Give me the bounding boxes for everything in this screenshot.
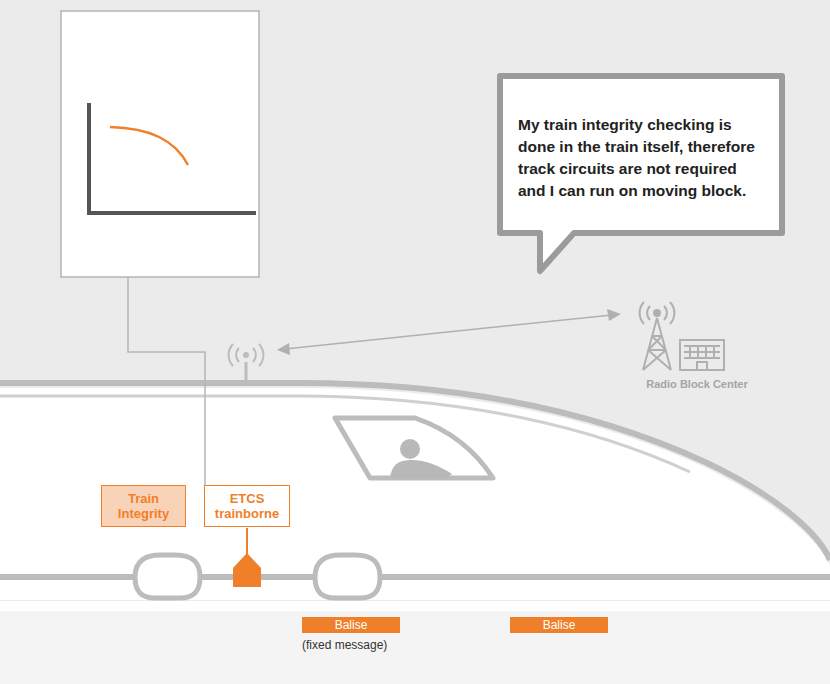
- leader-line: [128, 277, 205, 485]
- balise-antenna: [233, 553, 261, 587]
- antenna-waves: [229, 344, 264, 366]
- bogie: [135, 555, 200, 598]
- rail-strip: [0, 601, 830, 611]
- bubble-shape: [500, 76, 782, 271]
- radio-link: [285, 315, 612, 349]
- node-text: My train integrity checking is done in t…: [518, 114, 764, 202]
- etcs-box: ETCS trainborne: [204, 485, 290, 527]
- train-roof: [0, 383, 830, 560]
- chart-panel: [61, 11, 259, 277]
- rbc-label: Radio Block Center: [646, 378, 747, 390]
- bogie: [315, 555, 380, 598]
- speech-bubble: My train integrity checking is done in t…: [496, 72, 786, 237]
- track-band: [0, 601, 830, 684]
- note-label: (fixed message): [302, 638, 387, 652]
- train-body: [0, 388, 830, 600]
- braking-curve: [110, 127, 188, 165]
- cab-window: [335, 418, 493, 478]
- node-text: Train Integrity: [106, 491, 181, 521]
- balise: Balise: [510, 617, 608, 633]
- train-integrity-box: Train Integrity: [101, 485, 186, 527]
- node-text: Balise: [306, 618, 396, 632]
- node-text: ETCS trainborne: [209, 491, 285, 521]
- antenna-mast: [245, 362, 248, 383]
- antenna-tip: [243, 352, 249, 358]
- driver-body: [390, 460, 452, 478]
- balise: Balise: [302, 617, 400, 633]
- arrowhead: [607, 309, 621, 321]
- antenna-link: [246, 528, 248, 555]
- train-floor: [0, 574, 830, 580]
- rbc-icon: [640, 302, 724, 370]
- node-text: Balise: [514, 618, 604, 632]
- arrowhead: [277, 343, 290, 355]
- chart-axes: [89, 103, 256, 213]
- driver-head: [400, 439, 420, 459]
